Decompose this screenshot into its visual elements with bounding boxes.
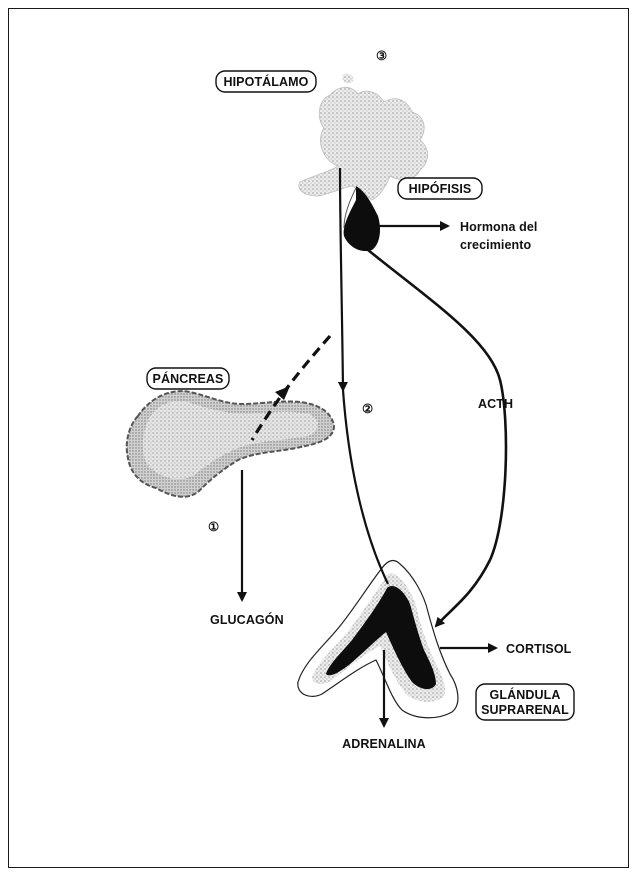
marker-two: ② (362, 402, 373, 416)
label-acth: ACTH (478, 397, 513, 411)
dashed-arrowhead (275, 386, 290, 400)
marker-one: ① (208, 520, 219, 534)
label-suprarenal: SUPRARENAL (481, 703, 569, 717)
label-pancreas-box: PÁNCREAS (147, 368, 229, 389)
label-hipofisis: HIPÓFISIS (409, 181, 472, 196)
marker-three: ③ (376, 49, 387, 63)
label-hormona: Hormona del (460, 220, 538, 234)
label-glandula-box: GLÁNDULA SUPRARENAL (476, 684, 574, 720)
line-to-adrenal (343, 390, 388, 584)
label-adrenalina: ADRENALINA (342, 737, 426, 751)
label-hipotalamo: HIPOTÁLAMO (223, 74, 308, 89)
adrenal-gland-shape (298, 561, 458, 718)
pancreas-shape (127, 391, 334, 497)
label-crecimiento: crecimiento (460, 238, 532, 252)
label-hipotalamo-box: HIPOTÁLAMO (216, 71, 316, 92)
label-pancreas: PÁNCREAS (153, 371, 224, 386)
label-glandula: GLÁNDULA (490, 687, 561, 702)
label-cortisol: CORTISOL (506, 642, 572, 656)
label-glucagon: GLUCAGÓN (210, 612, 284, 627)
hypothalamus-descending-line (340, 168, 343, 390)
label-hipofisis-box: HIPÓFISIS (398, 178, 482, 199)
